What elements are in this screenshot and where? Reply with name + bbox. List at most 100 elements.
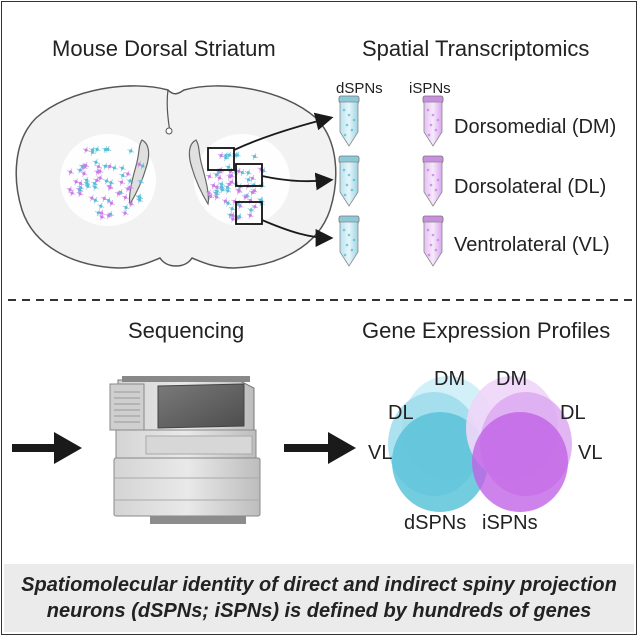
brain-section (15, 85, 337, 269)
neuron-marker (235, 167, 243, 175)
row-label-dl: Dorsolateral (DL) (454, 176, 607, 198)
neuron-marker (126, 177, 134, 185)
neuron-marker (114, 190, 122, 198)
neuron-marker (244, 169, 252, 177)
neuron-marker (127, 200, 135, 208)
output-arrow (284, 432, 356, 464)
column-label-ispn: iSPNs (409, 80, 451, 97)
neuron-marker (119, 172, 127, 179)
venn-label-dspn-group: dSPNs (404, 512, 467, 534)
venn-label-dspn-dm: DM (434, 368, 466, 390)
tube-grid (338, 95, 444, 267)
section-title-sequencing: Sequencing (128, 318, 245, 343)
neuron-marker (97, 202, 105, 210)
neuron-marker (103, 177, 111, 185)
neuron-marker (213, 193, 221, 201)
neuron-marker (107, 210, 115, 218)
neuron-marker (236, 213, 243, 220)
section-title-striatum: Mouse Dorsal Striatum (52, 36, 276, 61)
sample-box-vl (235, 201, 263, 225)
neuron-marker (251, 203, 259, 211)
neuron-marker (76, 166, 84, 174)
neuron-marker (251, 153, 259, 160)
section-title-expression: Gene Expression Profiles (362, 318, 611, 343)
neuron-marker (82, 146, 90, 154)
neuron-marker (93, 176, 101, 184)
neuron-marker (241, 193, 249, 201)
sample-box-dl (235, 163, 263, 187)
neuron-marker (235, 186, 243, 194)
neuron-marker (77, 179, 84, 187)
neuron-marker (118, 164, 126, 172)
neuron-marker (228, 205, 236, 213)
neuron-marker (98, 209, 105, 217)
neuron-marker (72, 178, 80, 186)
neuron-marker (94, 168, 102, 176)
neuron-marker (213, 187, 221, 195)
neuron-marker (124, 185, 132, 193)
neuron-marker (110, 164, 118, 172)
venn-label-ispn-vl: VL (578, 442, 603, 464)
neuron-marker (225, 151, 233, 159)
venn-label-ispn-group: iSPNs (482, 512, 538, 534)
neuron-marker (249, 188, 256, 196)
neuron-marker (246, 211, 254, 219)
neuron-marker (245, 176, 252, 184)
neuron-marker (205, 189, 213, 197)
neuron-marker (98, 213, 106, 221)
arrow-dl (261, 172, 334, 191)
neuron-marker (118, 178, 125, 186)
neuron-marker (79, 162, 87, 170)
caption-line-2: neurons (dSPNs; iSPNs) is defined by hun… (46, 600, 592, 622)
neuron-marker (222, 152, 230, 160)
venn-label-ispn-dm: DM (496, 368, 528, 390)
venn-label-dspn-vl: VL (368, 442, 393, 464)
caption-box: Spatiomolecular identity of direct and i… (4, 564, 634, 632)
neuron-marker (248, 174, 256, 182)
neuron-marker (102, 146, 109, 154)
neuron-marker (224, 187, 232, 195)
caption-line-1: Spatiomolecular identity of direct and i… (21, 574, 617, 596)
neuron-dots-left (66, 145, 146, 221)
input-arrow (12, 432, 82, 464)
neuron-marker (121, 193, 129, 201)
venn-label-ispn-dl: DL (560, 402, 586, 424)
tube-ispn (422, 95, 444, 147)
arrow-vl (261, 219, 334, 247)
neuron-marker (67, 168, 74, 176)
neuron-marker (127, 183, 134, 191)
section-title-spatial: Spatial Transcriptomics (362, 36, 590, 61)
neuron-marker (105, 197, 113, 204)
expression-venn (388, 376, 572, 512)
neuron-marker (96, 174, 104, 182)
arrow-dm (233, 112, 334, 151)
neuron-marker (226, 173, 234, 181)
neuron-marker (137, 178, 145, 186)
neuron-marker (66, 186, 74, 194)
neuron-marker (107, 199, 115, 207)
neuron-marker (207, 192, 214, 200)
neuron-marker (218, 183, 226, 191)
neuron-marker (124, 170, 132, 178)
neuron-marker (121, 209, 129, 217)
neuron-marker (213, 183, 221, 191)
neuron-marker (100, 194, 108, 202)
neuron-marker (247, 206, 255, 214)
neuron-marker (106, 162, 114, 170)
tube-dspn (338, 155, 360, 207)
tube-ispn (422, 155, 444, 207)
venn-ispn-vl (472, 412, 568, 512)
neuron-marker (93, 145, 101, 153)
neuron-marker (92, 158, 100, 166)
neuron-marker (135, 160, 143, 168)
column-label-dspn: dSPNs (336, 80, 383, 97)
neuron-marker (228, 178, 236, 186)
neuron-marker (83, 179, 91, 187)
tube-dspn (338, 95, 360, 147)
neuron-marker (224, 199, 232, 207)
neuron-marker (127, 147, 135, 155)
neuron-marker (217, 152, 225, 160)
neuron-marker (136, 196, 144, 204)
